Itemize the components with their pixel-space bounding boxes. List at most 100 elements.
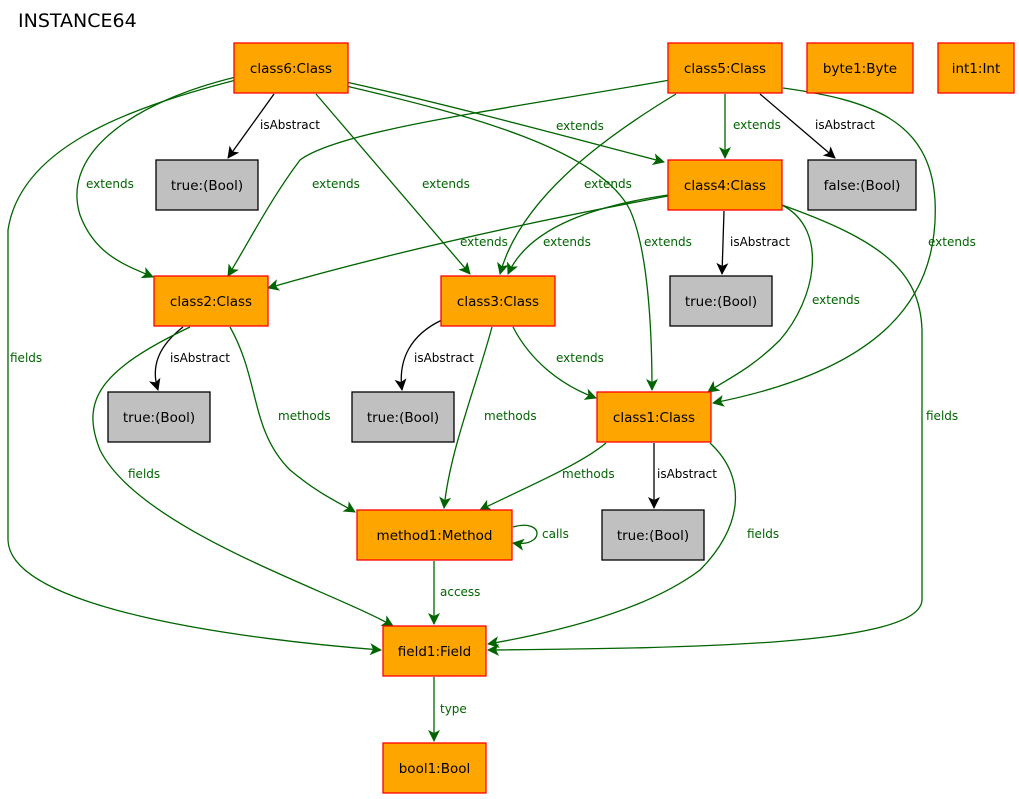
- node-true2: true:(Bool): [107, 391, 211, 443]
- node-box-field1: [382, 625, 487, 677]
- edge-label-class6-class1: extends: [644, 235, 692, 249]
- node-label-true6: true:(Bool): [171, 178, 243, 194]
- edge-label-class3-true3: isAbstract: [414, 351, 474, 365]
- edge-label-class3-class1: extends: [556, 351, 604, 365]
- node-label-true2: true:(Bool): [123, 410, 195, 426]
- node-box-true3: [351, 391, 455, 443]
- node-label-class6: class6:Class: [250, 61, 332, 77]
- edge-label-class5-class4: extends: [733, 118, 781, 132]
- node-box-true6: [155, 159, 259, 211]
- node-label-class4: class4:Class: [684, 178, 766, 194]
- node-box-class5: [667, 42, 783, 94]
- node-box-class6: [233, 42, 349, 94]
- edge-class3-method1: [439, 326, 493, 509]
- edge-class2-true2: [148, 326, 184, 391]
- edge-label-class1-true1: isAbstract: [657, 467, 717, 481]
- edge-method1-method1: [512, 524, 538, 551]
- node-box-class1: [596, 391, 712, 443]
- node-box-false5: [807, 159, 917, 211]
- edge-class3-class1: [512, 326, 597, 400]
- node-label-class5: class5:Class: [684, 61, 766, 77]
- edge-label-class6-class4: extends: [556, 119, 604, 133]
- node-int1: int1:Int: [937, 42, 1015, 94]
- edge-label-class6-class2: extends: [86, 177, 134, 191]
- node-box-int1: [937, 42, 1015, 94]
- edge-label-class3-method1: methods: [484, 409, 537, 423]
- edge-label-class2-field1: fields: [128, 467, 160, 481]
- edge-label-method1-method1: calls: [542, 527, 569, 541]
- node-true4: true:(Bool): [669, 275, 773, 327]
- node-box-true1: [601, 509, 705, 561]
- node-label-class3: class3:Class: [457, 294, 539, 310]
- node-box-byte1: [806, 42, 914, 94]
- node-true1: true:(Bool): [601, 509, 705, 561]
- edge-label-class4-class1: extends: [812, 293, 860, 307]
- edge-class4-class1: [707, 204, 814, 393]
- node-label-bool1: bool1:Bool: [399, 761, 471, 777]
- node-class6: class6:Class: [233, 42, 349, 94]
- node-label-byte1: byte1:Byte: [823, 61, 897, 77]
- edge-label-class4-true4: isAbstract: [730, 235, 790, 249]
- edge-class5-class3: [497, 93, 677, 275]
- edge-label-class2-true2: isAbstract: [170, 351, 230, 365]
- edge-label-method1-field1: access: [440, 585, 480, 599]
- edge-class2-method1: [229, 326, 356, 513]
- node-box-true4: [669, 275, 773, 327]
- node-field1: field1:Field: [382, 625, 487, 677]
- node-label-true1: true:(Bool): [617, 528, 689, 544]
- node-true6: true:(Bool): [155, 159, 259, 211]
- edge-class6-class1: [345, 85, 658, 391]
- edge-label-class6-class3: extends: [422, 177, 470, 191]
- diagram-title: INSTANCE64: [18, 10, 137, 32]
- edge-label-class6-field1: fields: [10, 351, 42, 365]
- edge-label-class2-method1: methods: [278, 409, 331, 423]
- node-label-true4: true:(Bool): [685, 294, 757, 310]
- edge-class5-class2: [227, 79, 671, 277]
- edge-label-class4-class3: extends: [543, 235, 591, 249]
- node-bool1: bool1:Bool: [382, 742, 487, 794]
- edge-label-class5-class1: extends: [928, 235, 976, 249]
- edge-class6-true6: [227, 93, 275, 159]
- edge-class6-field1: [7, 79, 382, 656]
- node-label-class1: class1:Class: [613, 410, 695, 426]
- node-box-method1: [356, 509, 513, 561]
- node-label-int1: int1:Int: [952, 61, 1001, 77]
- node-label-true3: true:(Bool): [367, 410, 439, 426]
- node-label-method1: method1:Method: [377, 528, 493, 544]
- node-class4: class4:Class: [667, 159, 783, 211]
- edge-label-class5-false5: isAbstract: [815, 118, 875, 132]
- edge-label-class6-true6: isAbstract: [260, 118, 320, 132]
- edge-class4-class3: [507, 194, 669, 275]
- edge-class1-field1: [487, 442, 737, 649]
- node-box-class4: [667, 159, 783, 211]
- edge-class5-false5: [759, 93, 836, 159]
- node-label-class2: class2:Class: [170, 294, 252, 310]
- edge-class4-class2: [267, 195, 669, 291]
- node-class2: class2:Class: [153, 275, 269, 327]
- edge-class4-true4: [716, 210, 729, 275]
- node-box-true2: [107, 391, 211, 443]
- node-false5: false:(Bool): [807, 159, 917, 211]
- edge-class6-class3: [315, 93, 471, 275]
- edge-label-class4-field1: fields: [926, 409, 958, 423]
- edge-class3-true3: [394, 319, 443, 391]
- edge-class2-field1: [92, 326, 394, 627]
- node-true3: true:(Bool): [351, 391, 455, 443]
- edge-class1-method1: [479, 442, 607, 511]
- edge-label-class5-class2: extends: [312, 177, 360, 191]
- edge-label-class4-class2: extends: [460, 235, 508, 249]
- edge-label-class1-method1: methods: [562, 467, 615, 481]
- edge-label-class5-class3: extends: [584, 177, 632, 191]
- edge-class6-class4: [345, 81, 665, 166]
- node-class3: class3:Class: [440, 275, 556, 327]
- edge-class4-field1: [487, 204, 923, 656]
- edge-label-class1-field1: fields: [747, 527, 779, 541]
- node-label-field1: field1:Field: [398, 644, 471, 660]
- node-class5: class5:Class: [667, 42, 783, 94]
- node-label-false5: false:(Bool): [824, 178, 901, 194]
- node-class1: class1:Class: [596, 391, 712, 443]
- edge-class5-class1: [712, 87, 936, 407]
- node-box-class2: [153, 275, 269, 327]
- node-box-class3: [440, 275, 556, 327]
